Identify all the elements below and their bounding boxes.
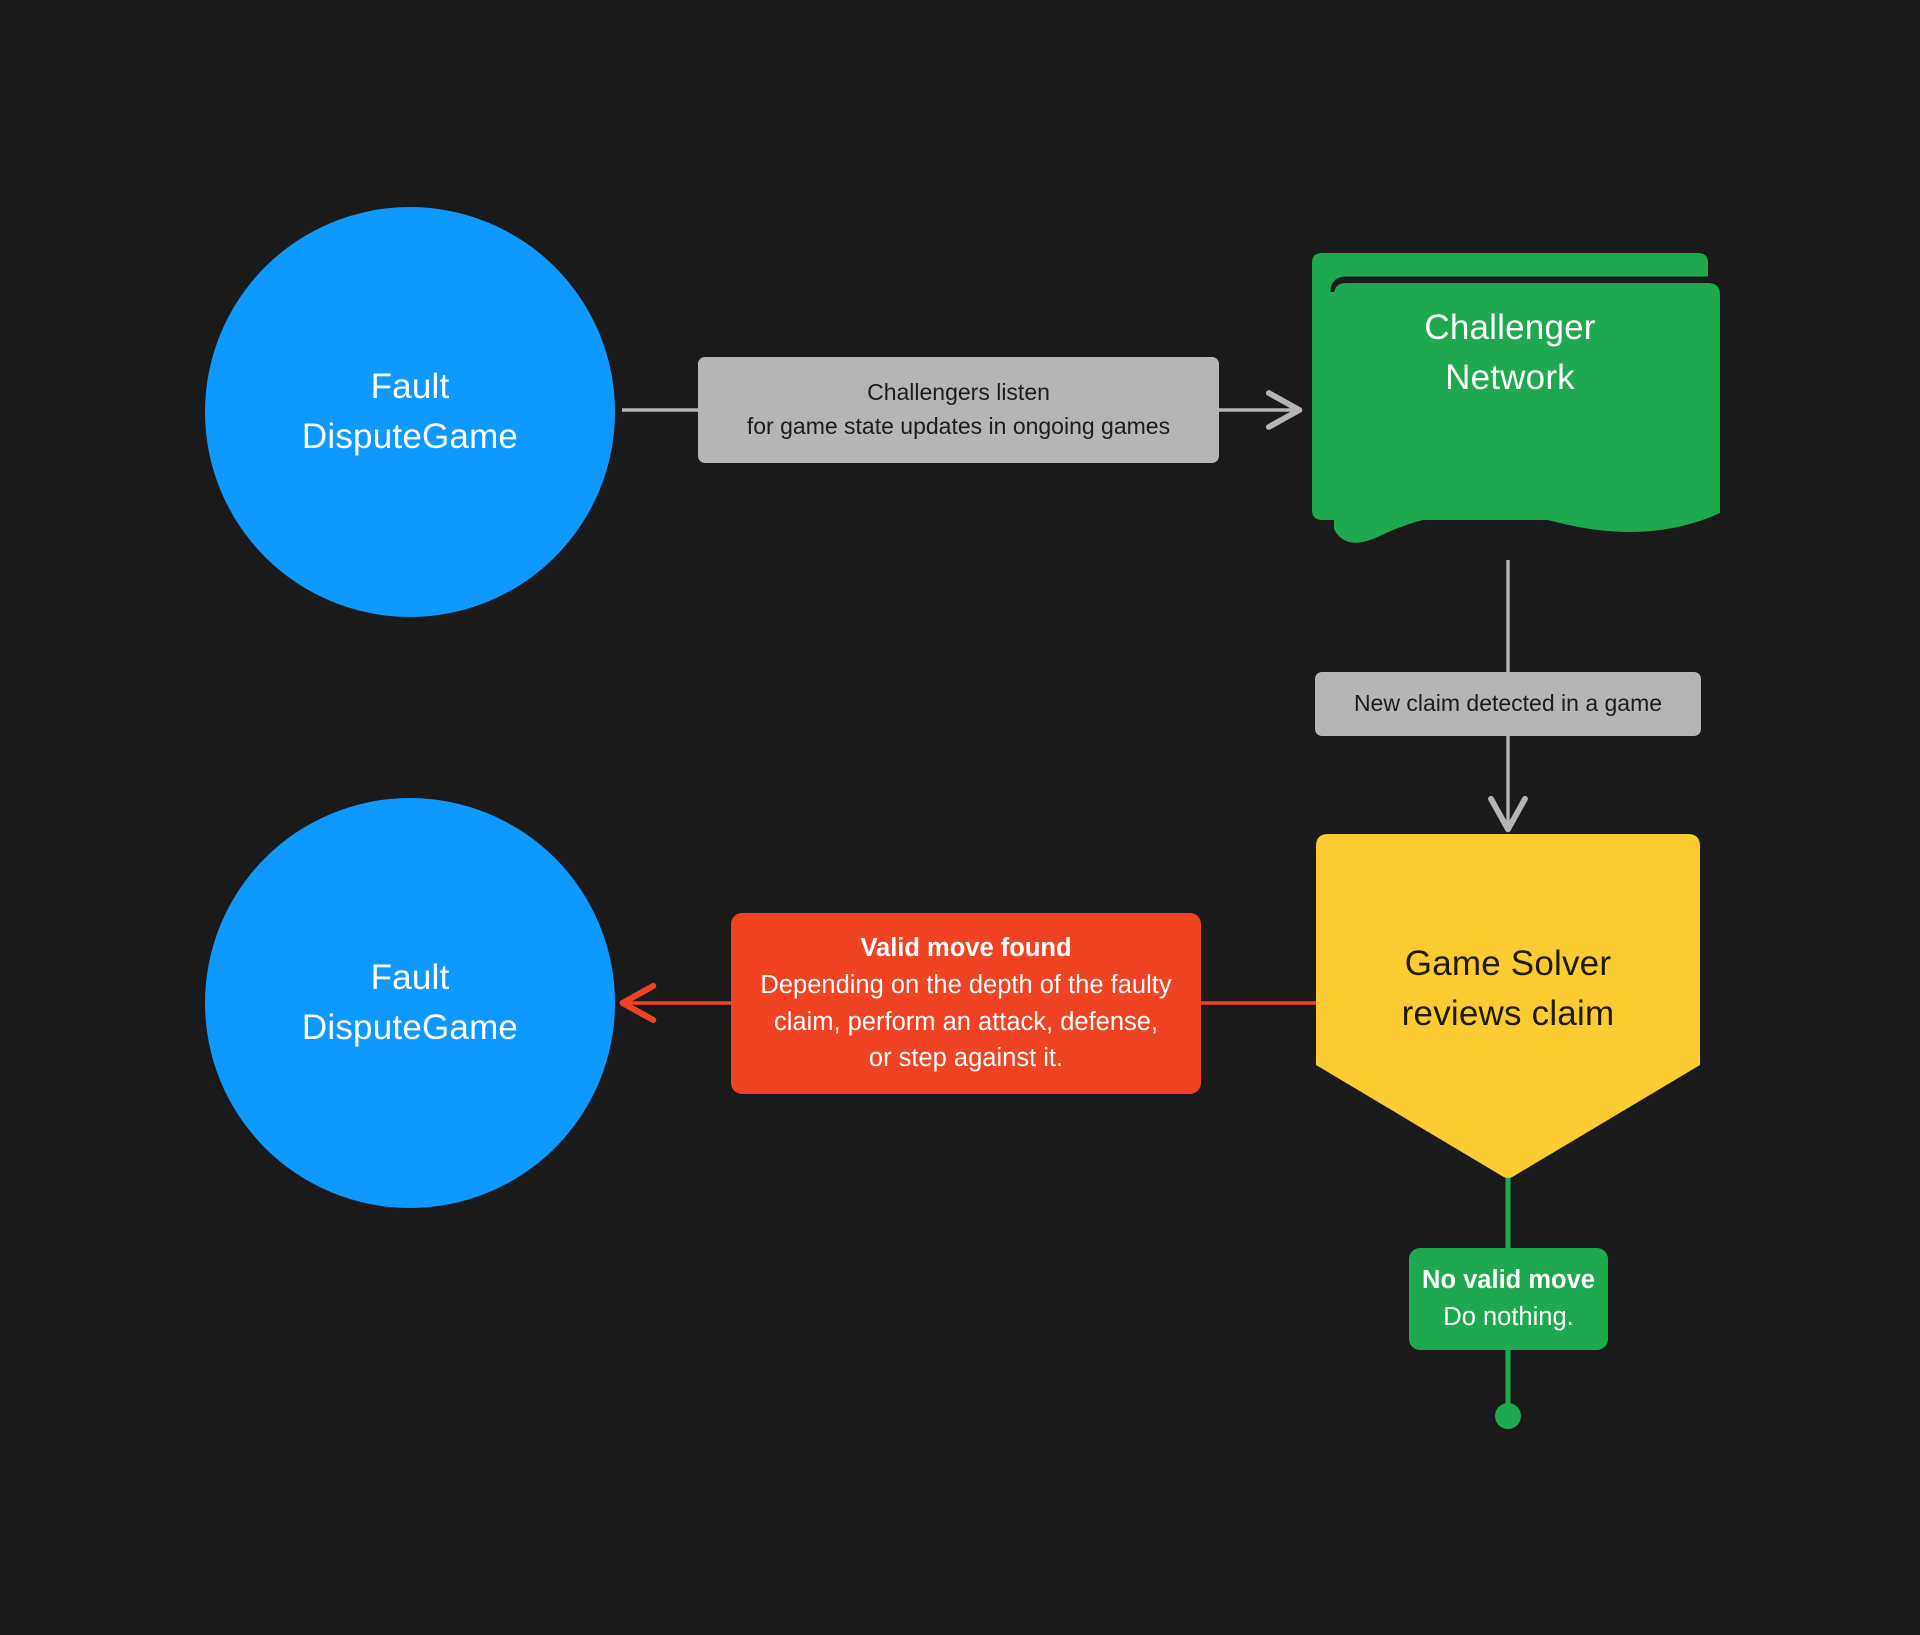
edge-label-line1: Depending on the depth of the faulty bbox=[760, 970, 1172, 999]
edge-label-line3: or step against it. bbox=[868, 1044, 1064, 1073]
edge-label-line2: for game state updates in ongoing games bbox=[746, 413, 1171, 439]
edge-label-challengers-listen: Challengers listen for game state update… bbox=[698, 357, 1219, 463]
node-fault-disputegame-bottom[interactable]: Fault DisputeGame bbox=[205, 798, 615, 1208]
node-label-line2: DisputeGame bbox=[301, 417, 519, 456]
edge-label-line1: Do nothing. bbox=[1443, 1303, 1574, 1331]
node-label-line1: Fault bbox=[370, 958, 450, 998]
node-challenger-network[interactable]: Challenger Network bbox=[1300, 245, 1720, 565]
edge-label-valid-move: Valid move found Depending on the depth … bbox=[731, 913, 1201, 1094]
edge-label-new-claim: New claim detected in a game bbox=[1315, 672, 1701, 736]
multi-document-icon bbox=[1312, 253, 1720, 543]
edge-label-line1: New claim detected in a game bbox=[1353, 690, 1663, 717]
edge-label-heading: Valid move found bbox=[860, 933, 1072, 962]
pentagon-shape bbox=[1316, 834, 1700, 1178]
edge-label-line2: claim, perform an attack, defense, bbox=[773, 1007, 1159, 1036]
edge-label-no-valid-move: No valid move Do nothing. bbox=[1409, 1248, 1608, 1350]
node-label-line1: Fault bbox=[370, 367, 450, 407]
node-game-solver[interactable]: Game Solver reviews claim bbox=[1316, 834, 1700, 1180]
node-label-line2: DisputeGame bbox=[301, 1008, 519, 1047]
edge-label-heading: No valid move bbox=[1422, 1266, 1595, 1295]
terminator-dot bbox=[1495, 1403, 1521, 1429]
node-fault-disputegame-top[interactable]: Fault DisputeGame bbox=[205, 207, 615, 617]
edge-label-line1: Challengers listen bbox=[867, 379, 1050, 406]
